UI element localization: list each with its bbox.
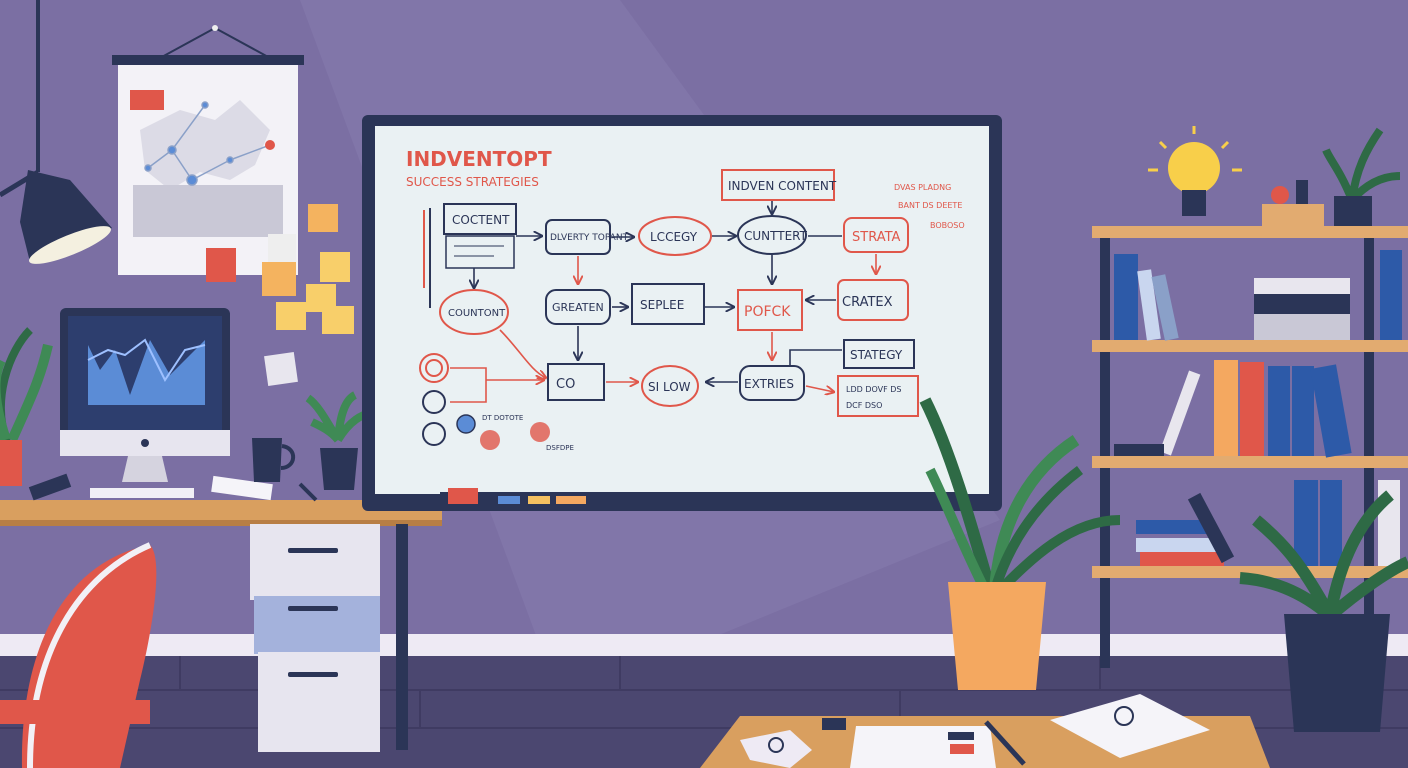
- stategy-note-2: DCF DSO: [846, 401, 882, 410]
- lightbulb: [1148, 126, 1242, 216]
- node-pofck: [737, 289, 803, 331]
- node-component: [439, 289, 509, 335]
- note-2: BANT DS DEETE: [898, 201, 962, 210]
- node-stategy: [843, 339, 915, 369]
- node-co: [547, 363, 605, 401]
- whiteboard-title: INDVENTOPT: [406, 147, 552, 171]
- stategy-note-1: LDD DOVF DS: [846, 385, 902, 394]
- node-slow-label: SI LOW: [648, 380, 691, 394]
- node-strata: [843, 217, 909, 253]
- node-slow: [641, 365, 699, 407]
- node-greaten-label: GREATEN: [552, 301, 604, 314]
- node-lccegy-label: LCCEGY: [650, 230, 698, 244]
- node-cratex: [837, 279, 909, 321]
- note-3: BOBOSO: [930, 221, 965, 230]
- shelf-plant: [1322, 127, 1401, 226]
- node-extries: [739, 365, 805, 401]
- small-list: DT DOTOTE: [482, 414, 523, 422]
- imac-monitor: [60, 308, 230, 498]
- node-extries-label: EXTRIES: [744, 377, 794, 391]
- node-stategy-note: [837, 375, 919, 417]
- bottom-desk: [700, 694, 1270, 768]
- node-content-list: [445, 235, 515, 269]
- office-chair: [0, 542, 157, 768]
- node-content-label: COCTENT: [452, 213, 510, 227]
- small-note: DSFDPE: [546, 444, 574, 452]
- node-component-label: COUNTONT: [448, 308, 506, 319]
- node-inven-content-label: INDVEN CONTENT: [728, 179, 837, 193]
- whiteboard: INDVENTOPT SUCCESS STRATEGIES COCTENT DL…: [362, 115, 1002, 511]
- node-content2: [737, 215, 807, 255]
- node-inven-content: [721, 169, 835, 201]
- node-delivery-label: DLVERTY TOPANT: [550, 233, 629, 243]
- node-pofck-label: POFCK: [744, 304, 791, 320]
- whiteboard-subtitle: SUCCESS STRATEGIES: [406, 175, 539, 189]
- sticky-notes: [206, 204, 354, 386]
- note-1: DVAS PLADNG: [894, 183, 951, 192]
- desk-items: [28, 391, 374, 502]
- baseboard: [0, 634, 1408, 656]
- node-stategy-label: STATEGY: [850, 348, 903, 362]
- bookshelf: [1092, 180, 1408, 668]
- node-delivery: [545, 219, 611, 255]
- left-plant: [0, 327, 53, 486]
- node-lccegy: [638, 216, 712, 256]
- node-content2-label: CUNTTERT: [744, 229, 808, 243]
- node-strata-label: STRATA: [852, 230, 901, 245]
- node-seplee: [631, 283, 705, 325]
- node-greaten: [545, 289, 611, 325]
- node-cratex-label: CRATEX: [842, 295, 893, 310]
- node-seplee-label: SEPLEE: [640, 298, 684, 312]
- left-desk: [0, 500, 442, 752]
- floor-plant: [919, 397, 1121, 690]
- map-poster: [112, 25, 304, 275]
- node-co-label: CO: [556, 377, 575, 392]
- right-plant: [1239, 490, 1408, 732]
- node-content: [443, 203, 517, 235]
- desk-lamp: [0, 0, 112, 264]
